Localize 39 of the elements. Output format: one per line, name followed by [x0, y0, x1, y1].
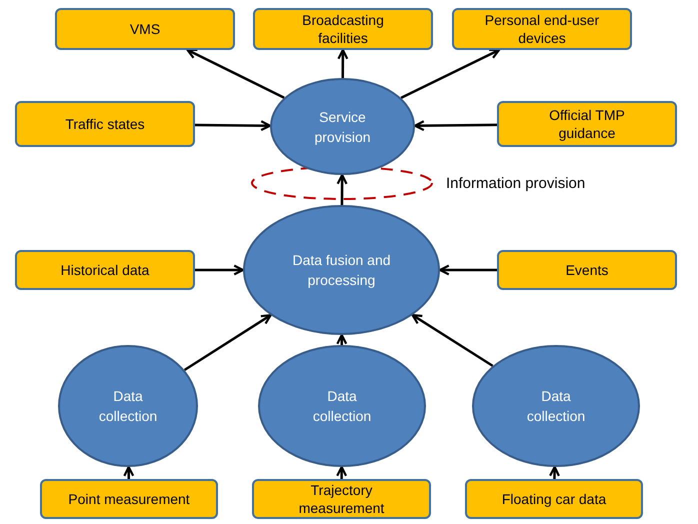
process-box — [497, 250, 677, 290]
node-label: Events — [566, 261, 608, 279]
annotation-label: Information provision — [446, 174, 586, 194]
arrow — [337, 48, 348, 78]
process-box — [253, 8, 433, 50]
arrow — [123, 466, 134, 480]
process-box — [15, 250, 195, 290]
node-label: Data collection — [98, 387, 158, 426]
node-label: VMS — [130, 20, 160, 38]
process-box — [452, 8, 632, 50]
node-label: Trajectory measurement — [298, 481, 386, 517]
node-label: Personal end-user devices — [484, 11, 600, 47]
process-box — [465, 479, 643, 519]
process-box — [497, 101, 677, 147]
arrow — [400, 48, 500, 100]
arrow — [194, 120, 272, 132]
arrow — [184, 314, 272, 372]
node-label: Data collection — [526, 387, 586, 426]
arrow — [414, 120, 498, 132]
arrow — [438, 264, 497, 276]
node-label: Service provision — [313, 108, 372, 146]
node-label: Broadcasting facilities — [301, 11, 385, 47]
node-label: Traffic states — [65, 115, 145, 133]
node-label: Floating car data — [502, 490, 606, 508]
process-box — [15, 101, 195, 147]
arrow — [411, 314, 494, 367]
arrow — [186, 48, 285, 99]
node-label: Official TMP guidance — [548, 106, 626, 142]
process-box — [40, 479, 218, 519]
arrow — [336, 174, 348, 205]
node-label: Data collection — [312, 387, 372, 426]
arrow — [195, 264, 244, 276]
process-box — [55, 8, 235, 50]
arrow — [336, 334, 348, 345]
node-label: Point measurement — [68, 490, 190, 508]
process-box — [252, 479, 431, 519]
node-label: Historical data — [60, 261, 150, 279]
node-label: Data fusion and processing — [291, 251, 392, 290]
arrow — [549, 466, 560, 480]
